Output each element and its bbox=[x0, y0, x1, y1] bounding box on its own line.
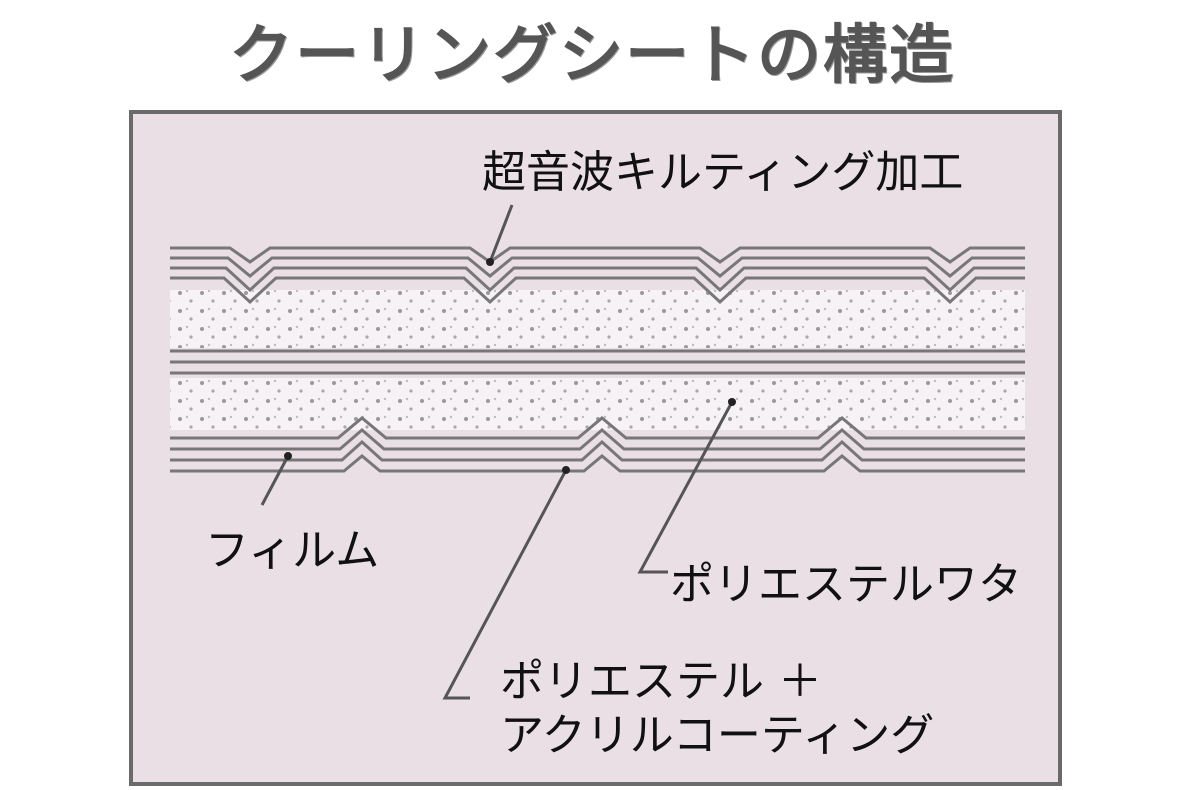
label-ultrasonic-quilting: 超音波キルティング加工 bbox=[482, 147, 964, 198]
leader-film bbox=[260, 455, 290, 506]
label-film: フィルム bbox=[205, 525, 380, 576]
leader-coating bbox=[442, 469, 568, 700]
leader-lines bbox=[260, 204, 736, 700]
diagram-title: クーリングシートの構造 bbox=[229, 19, 955, 93]
bottom-film-layer bbox=[170, 416, 1025, 473]
leader-quilting bbox=[488, 204, 514, 263]
leader-wadding bbox=[637, 401, 734, 574]
top-fabric-layer bbox=[170, 246, 1025, 305]
upper-wadding-layer bbox=[170, 290, 1025, 348]
label-polyester-wadding: ポリエステルワタ bbox=[670, 559, 1022, 610]
label-coating-line1: ポリエステル ＋ bbox=[500, 656, 822, 707]
label-polyester-acrylic-coating: ポリエステル ＋ アクリルコーティング bbox=[500, 655, 934, 763]
middle-separator-layer bbox=[170, 349, 1025, 375]
label-coating-line2: アクリルコーティング bbox=[500, 710, 935, 761]
